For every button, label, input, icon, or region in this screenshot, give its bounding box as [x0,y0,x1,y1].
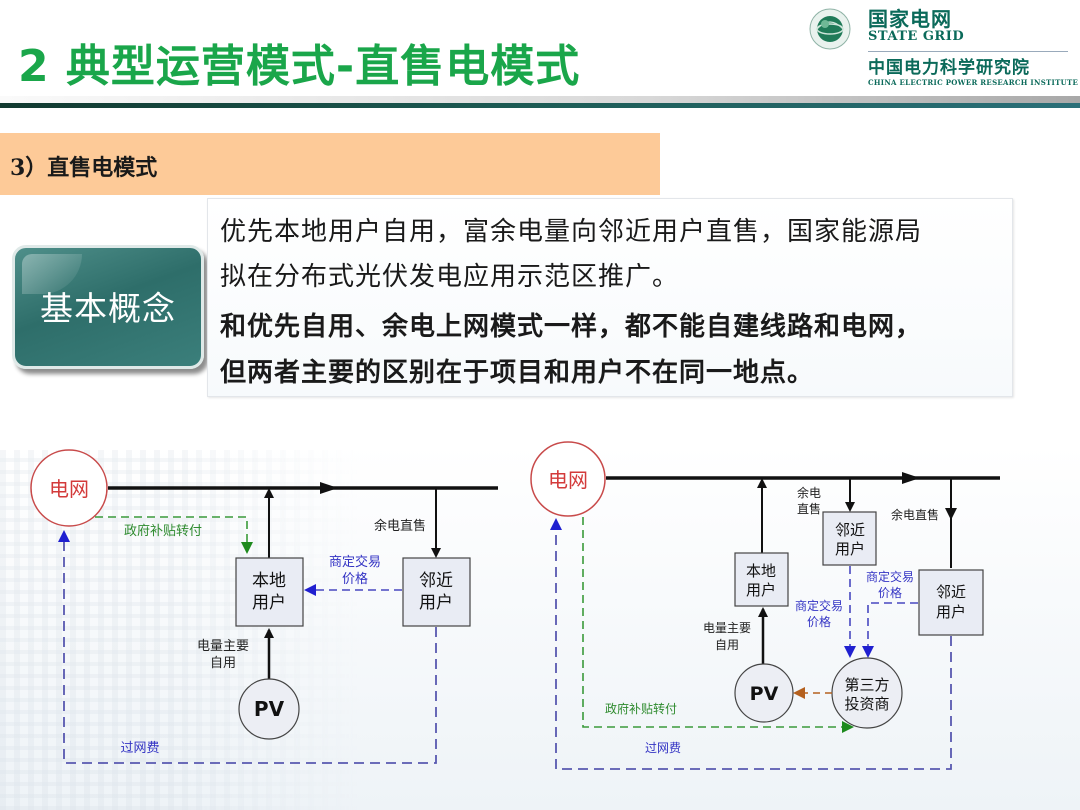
right-grid-node [530,441,606,517]
left-bus-arrow [320,482,338,494]
right-subsidy-flow [582,517,854,733]
right-surplus-label-1: 直售 [797,501,821,516]
right-wheeling-fee-flow [550,518,952,770]
left-local-user-label: 用户 [252,593,286,613]
concept-button[interactable]: 基本概念 [12,245,204,369]
description-line-bold: 和优先自用、余电上网模式一样，都不能自建线路和电网， [220,312,923,342]
description-line: 优先本地用户自用，富余电量向邻近用户直售，国家能源局 [220,217,923,247]
left-pv-node [238,678,300,740]
left-pv-label: PV [254,697,285,721]
right-neighbor-2-arrow [945,508,957,520]
left-local-user-node [235,557,304,627]
right-self-use-label: 自用 [715,638,739,652]
right-bus-arrow [902,472,920,484]
right-price-flow-2 [862,602,918,658]
right-neighbor-user-1-node [822,511,877,566]
right-price-label-1: 价格 [807,614,831,629]
right-wheeling-fee-label: 过网费 [645,741,681,755]
state-grid-logo: 国家电网 STATE GRID [868,8,964,44]
right-local-user-label: 用户 [746,581,776,599]
right-neighbor-user-1-label: 邻近 [835,521,865,539]
logo-institute-cn: 中国电力科学研究院 [868,58,1030,78]
left-self-use-label: 自用 [210,656,236,671]
right-neighbor-user-1-label: 用户 [835,540,865,558]
left-neighbor-user-node [402,557,471,627]
right-local-user-label: 本地 [746,562,776,580]
left-wheeling-fee-label: 过网费 [120,741,159,756]
left-grid-label: 电网 [49,477,89,501]
right-investor-label: 投资商 [844,695,889,713]
right-neighbor-user-2-label: 邻近 [936,583,966,601]
concept-description: 优先本地用户自用，富余电量向邻近用户直售，国家能源局 拟在分布式光伏发电应用示范… [207,198,1013,397]
page-title: 2 典型运营模式-直售电模式 [18,41,581,92]
right-self-use-label: 电量主要 [703,621,751,635]
left-grid-node [30,449,108,527]
state-grid-logo-icon [809,8,851,50]
right-surplus-label-1: 余电 [797,485,821,500]
description-line: 拟在分布式光伏发电应用示范区推广。 [220,262,680,292]
right-pv-node [734,663,794,723]
right-grid-label: 电网 [548,468,588,492]
diagram-left: 电网 政府补贴转付 本地 用户 余电直售 邻近 用户 商定交易 价格 电量主要 … [30,449,498,764]
left-neighbor-user-label: 邻近 [419,571,453,591]
logo-org-cn: 国家电网 [868,7,952,31]
right-price-label-2: 商定交易 [866,569,914,584]
section-bar [0,133,660,195]
right-pv-label: PV [750,683,779,705]
right-local-user-node [734,552,789,607]
header-rule-dark [0,103,1080,108]
header-rule-light [0,96,1080,103]
right-price-label-1: 商定交易 [795,598,843,613]
left-subsidy-flow [95,516,253,554]
left-local-user-label: 本地 [252,571,286,591]
left-price-label: 价格 [342,571,368,587]
section-heading: 3）直售电模式 [10,155,158,181]
right-neighbor-user-2-label: 用户 [936,603,966,621]
description-line-bold: 但两者主要的区别在于项目和用户不在同一地点。 [220,358,815,388]
right-neighbor-user-2-node [918,569,984,636]
left-price-label: 商定交易 [329,554,381,570]
left-subsidy-label: 政府补贴转付 [124,524,202,539]
right-investor-label: 第三方 [844,676,889,694]
cepri-logo: 中国电力科学研究院 CHINA ELECTRIC POWER RESEARCH … [868,58,1078,87]
left-wheeling-fee-flow [58,530,437,764]
logo-org-en: STATE GRID [868,29,965,44]
logo-institute-en: CHINA ELECTRIC POWER RESEARCH INSTITUTE [868,78,1079,87]
left-self-use-label: 电量主要 [197,639,249,654]
left-surplus-label: 余电直售 [374,518,426,534]
right-surplus-label-2: 余电直售 [891,507,939,522]
diagram-right: 电网 本地 用户 余电 直售 邻近 用户 余电直售 邻近 用户 商定交易 价格 … [530,441,1000,770]
right-subsidy-label: 政府补贴转付 [605,701,677,716]
left-neighbor-user-label: 用户 [419,593,453,613]
concept-button-label: 基本概念 [40,289,176,328]
logo-divider [868,51,1068,52]
right-price-label-2: 价格 [878,585,902,600]
